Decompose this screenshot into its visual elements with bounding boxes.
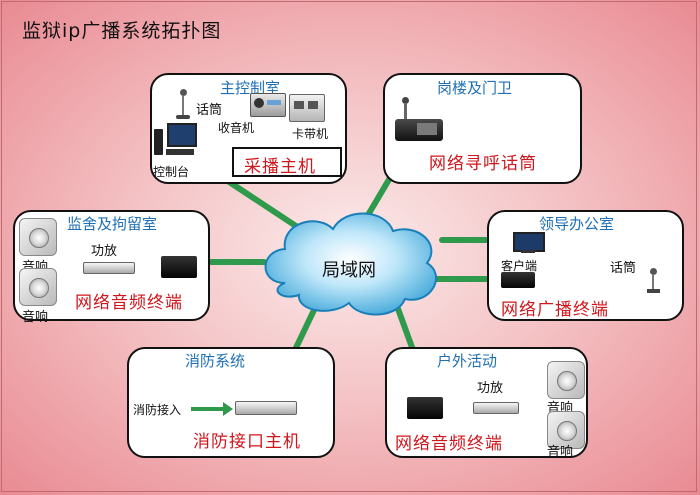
audio-terminal-icon — [161, 256, 197, 278]
main-control-tape-label: 卡带机 — [292, 127, 329, 141]
panel-title-outdoor: 户外活动 — [437, 352, 498, 370]
leader-mic-label: 话筒 — [610, 261, 637, 276]
computer-icon — [154, 123, 197, 159]
main-control-console-label: 控制台 — [153, 165, 190, 179]
panel-title-leader: 领导办公室 — [539, 215, 615, 233]
outdoor-amp-label: 功放 — [477, 381, 504, 396]
arrow-head-icon — [223, 402, 233, 416]
cells-speaker-label-2: 音响 — [22, 310, 49, 325]
cells-device-label: 网络音频终端 — [75, 293, 183, 313]
diagram-title: 监狱ip广播系统拓扑图 — [22, 20, 222, 42]
outdoor-device-label: 网络音频终端 — [395, 434, 503, 454]
panel-outdoor: 户外活动 功放 音响 音响 网络音频终端 — [385, 347, 588, 460]
outdoor-audio-terminal-icon — [407, 397, 443, 419]
cells-amp-label: 功放 — [91, 244, 118, 259]
outdoor-speaker-label-2: 音响 — [547, 445, 574, 460]
panel-title-cells: 监舍及拘留室 — [67, 215, 158, 233]
panel-title-fire: 消防系统 — [185, 352, 246, 370]
leader-device-label: 网络广播终端 — [501, 300, 609, 320]
leader-client-label: 客户端 — [501, 259, 538, 273]
panel-title-guard: 岗楼及门卫 — [437, 79, 513, 97]
outdoor-speaker-icon-2 — [547, 411, 585, 449]
fire-input-label: 消防接入 — [133, 403, 182, 417]
panel-leader: 领导办公室 客户端 话筒 网络广播终端 — [487, 210, 684, 321]
fire-device-label: 消防接口主机 — [193, 432, 301, 452]
panel-guard: 岗楼及门卫 网络寻呼话筒 — [383, 73, 582, 184]
tape-deck-icon — [289, 94, 325, 122]
panel-cells: 监舍及拘留室 音响 音响 功放 网络音频终端 — [13, 210, 210, 325]
panel-fire: 消防系统 消防接入 消防接口主机 — [127, 347, 335, 458]
microphone-icon — [176, 89, 190, 119]
outdoor-amplifier-icon — [473, 402, 519, 414]
paging-microphone-icon — [395, 97, 445, 145]
broadcast-terminal-icon — [501, 272, 535, 288]
broadcast-host-box: 采播主机 — [232, 147, 342, 177]
fire-interface-host-icon — [235, 401, 297, 415]
speaker-icon-1 — [19, 218, 57, 256]
speaker-icon-2 — [19, 268, 57, 306]
network-cloud-icon — [264, 212, 437, 316]
radio-icon — [250, 93, 286, 117]
guard-device-label: 网络寻呼话筒 — [429, 154, 537, 174]
amplifier-icon — [83, 262, 135, 274]
client-monitor-icon — [513, 232, 545, 254]
broadcast-host-label: 采播主机 — [244, 157, 316, 177]
desk-microphone-icon — [647, 268, 660, 294]
panel-main-control: 主控制室 话筒 收音机 卡带机 控制台 采播主机 — [150, 73, 347, 184]
panel-title-main-control: 主控制室 — [220, 79, 281, 97]
outdoor-speaker-icon-1 — [547, 361, 585, 399]
arrow-right-icon — [191, 407, 225, 411]
main-control-receiver-label: 收音机 — [218, 121, 255, 135]
network-label: 局域网 — [322, 260, 376, 281]
main-control-mic-label: 话筒 — [196, 103, 223, 118]
